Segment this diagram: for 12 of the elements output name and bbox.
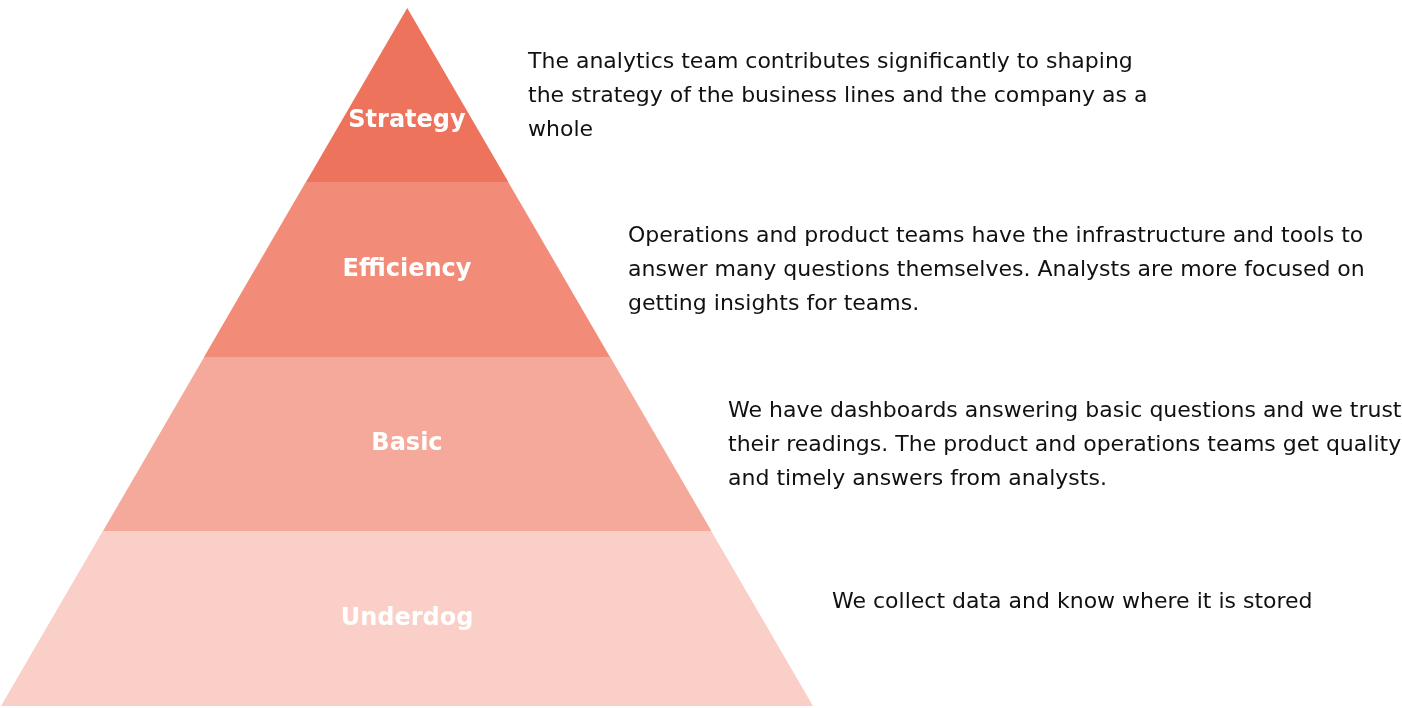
level-label: Strategy bbox=[348, 105, 466, 134]
level-label: Underdog bbox=[340, 602, 474, 631]
level-label: Efficiency bbox=[342, 253, 472, 282]
pyramid-band bbox=[1, 531, 813, 706]
description-text: We collect data and know where it is stored bbox=[832, 587, 1314, 615]
pyramid-band bbox=[102, 357, 712, 531]
description-text: Operations and product teams have the infrastructure and tools to answer many questions themselves. Analysts are more focused on getting insights for teams. bbox=[628, 221, 1366, 317]
description-text: The analytics team contributes significantly to shaping the strategy of the business lines and the company as a whole bbox=[528, 47, 1149, 143]
pyramid-band bbox=[204, 182, 610, 357]
description-text: We have dashboards answering basic questions and we trust their readings. The product and operations teams get quality and timely answers from analysts. bbox=[728, 396, 1402, 492]
pyramid-top-triangle bbox=[305, 8, 509, 182]
level-label: Basic bbox=[371, 428, 443, 456]
